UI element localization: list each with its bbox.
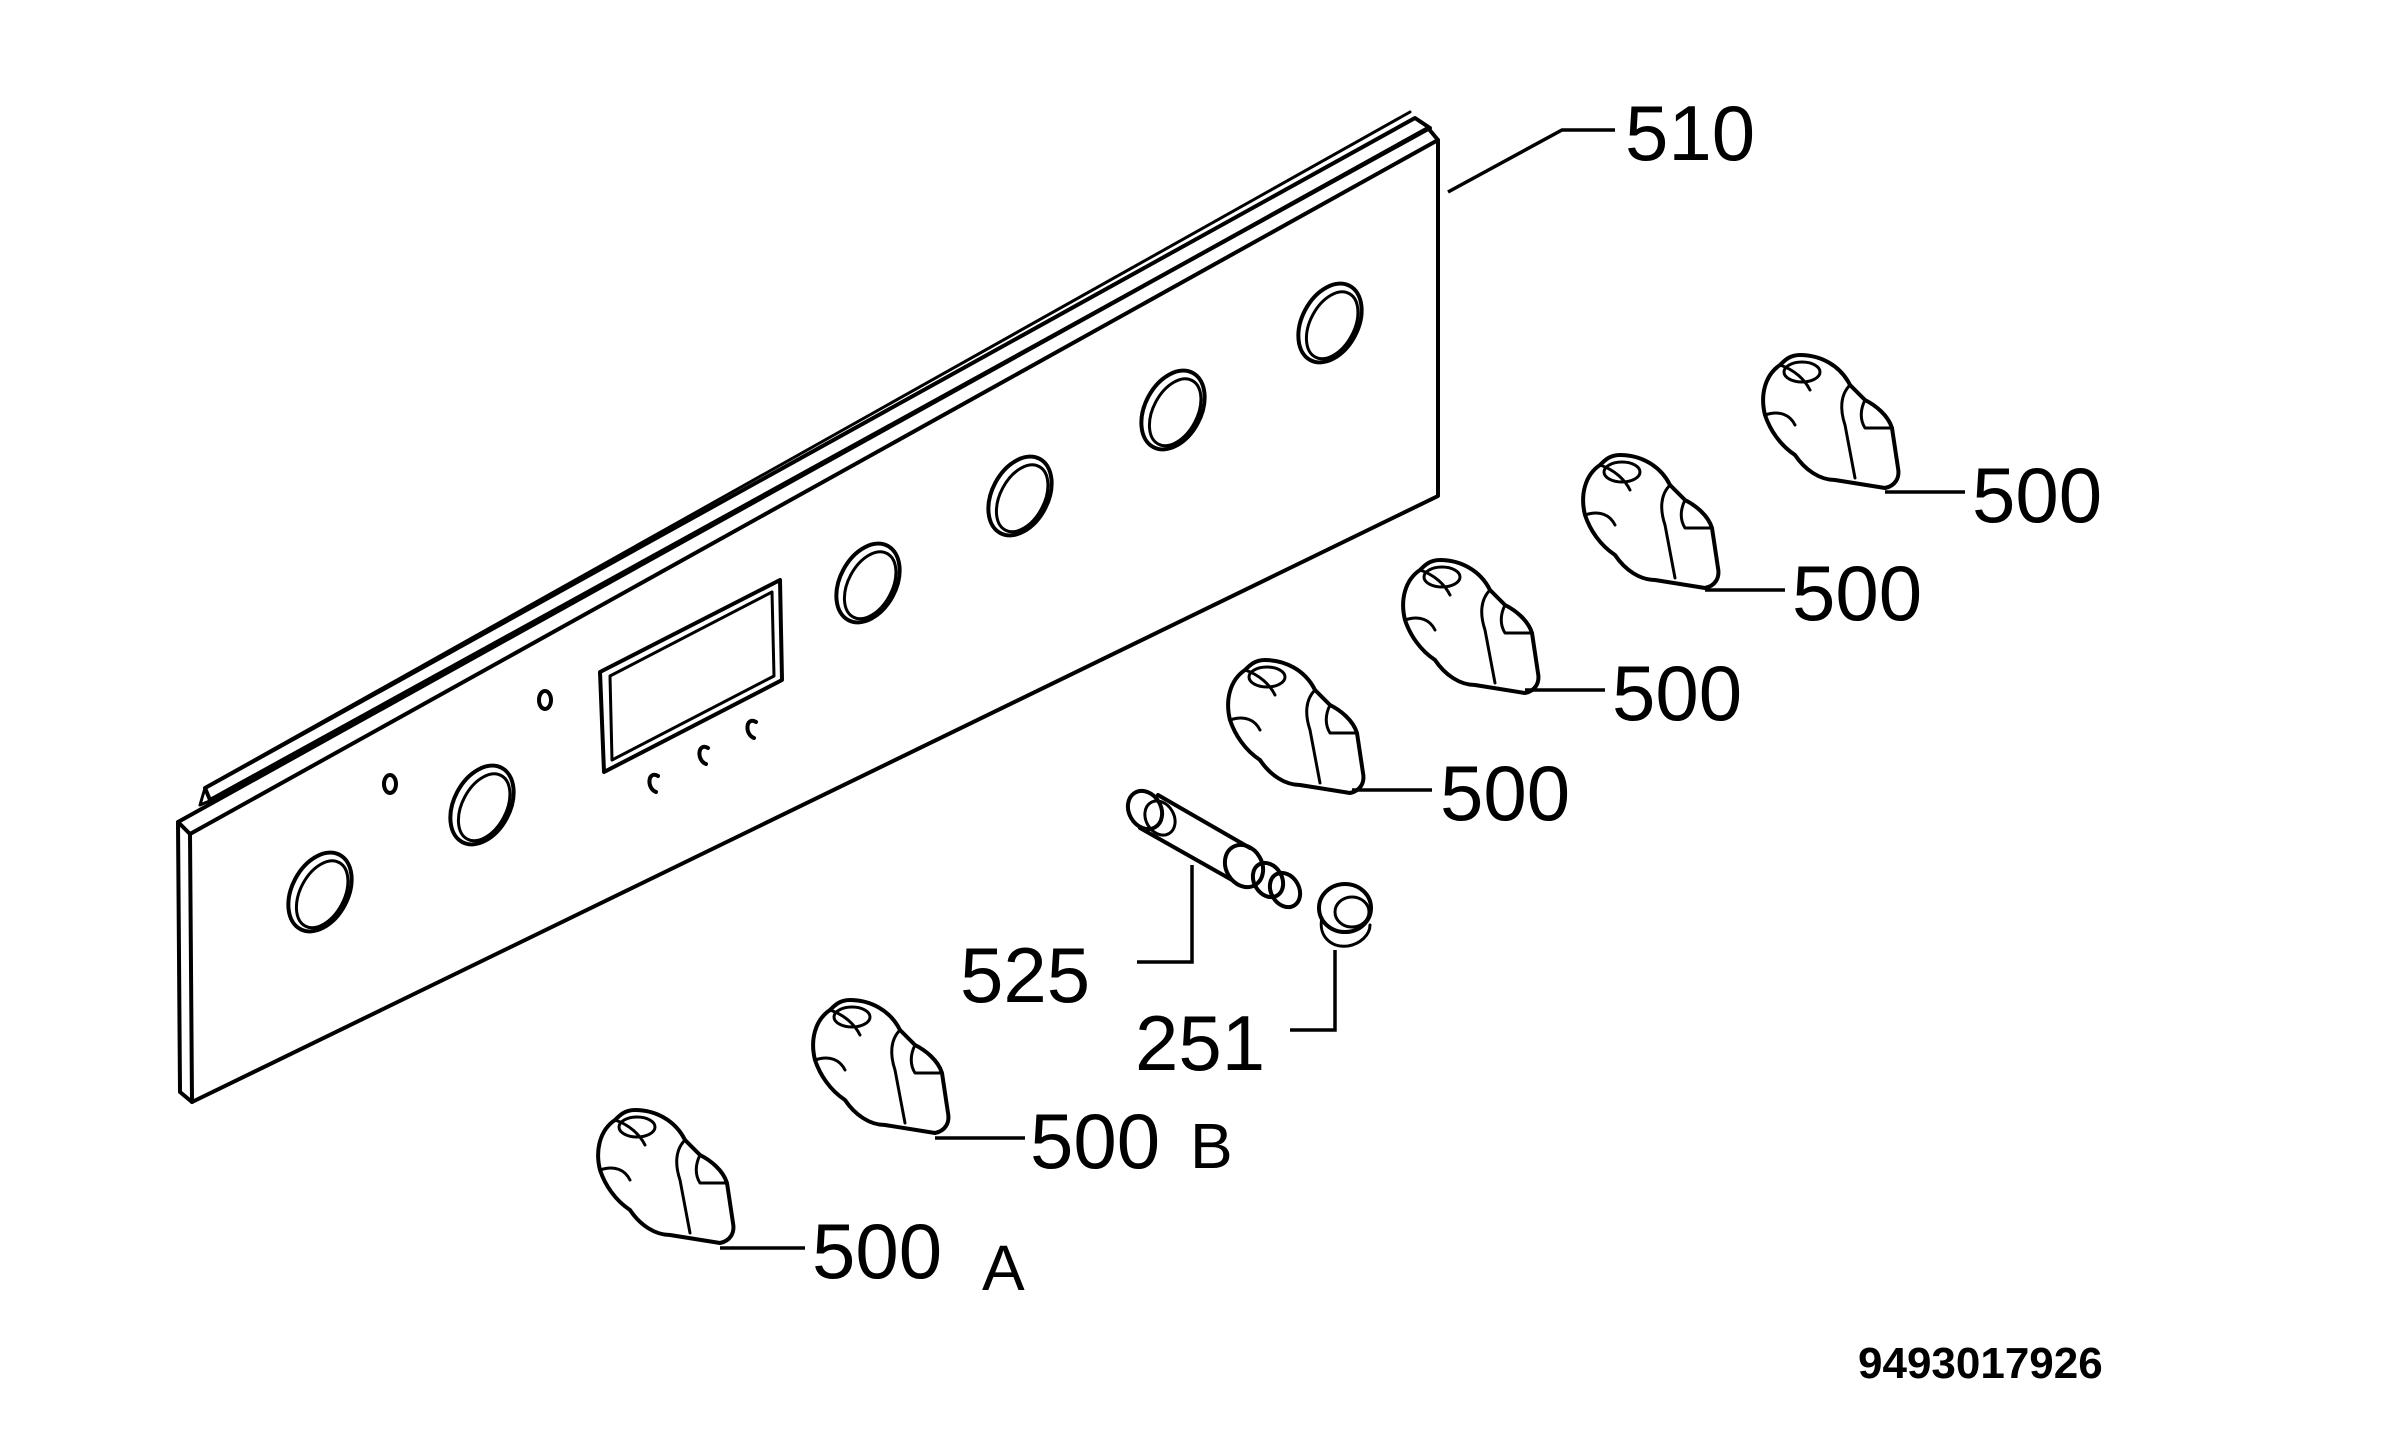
panel-hole-5 [1126, 357, 1220, 463]
label-525: 525 [960, 931, 1090, 1019]
panel-hole-6 [1283, 270, 1377, 376]
control-knob-500-1 [1761, 353, 1901, 490]
panel-hole-3 [821, 530, 915, 636]
document-number: 9493017926 [1858, 1339, 2103, 1388]
control-knob-500-3 [1401, 558, 1541, 695]
control-panel-510 [176, 110, 1440, 1104]
label-500a-number: 500 [812, 1207, 942, 1295]
label-500-3: 500 [1612, 649, 1742, 737]
shaft-extension-525 [1125, 788, 1303, 910]
panel-hole-2 [435, 752, 529, 858]
control-knob-500a [596, 1108, 736, 1245]
panel-hole-4 [973, 443, 1067, 549]
display-window [598, 578, 784, 774]
panel-hole-1 [273, 839, 367, 945]
label-510: 510 [1625, 89, 1755, 177]
control-knob-500b [811, 998, 951, 1135]
label-500a-suffix: A [982, 1232, 1025, 1304]
timer-buttons [647, 718, 758, 794]
indicator-lamps [382, 689, 553, 795]
label-500-2: 500 [1792, 549, 1922, 637]
label-500-4: 500 [1440, 749, 1570, 837]
control-knob-500-4 [1226, 658, 1366, 795]
label-500-1: 500 [1972, 451, 2102, 539]
cap-251 [1317, 882, 1373, 948]
label-500b-number: 500 [1030, 1097, 1160, 1185]
label-500b-suffix: B [1190, 1110, 1233, 1182]
control-knob-500-2 [1581, 453, 1721, 590]
label-251: 251 [1135, 999, 1265, 1087]
leader-lines [720, 128, 1965, 1250]
